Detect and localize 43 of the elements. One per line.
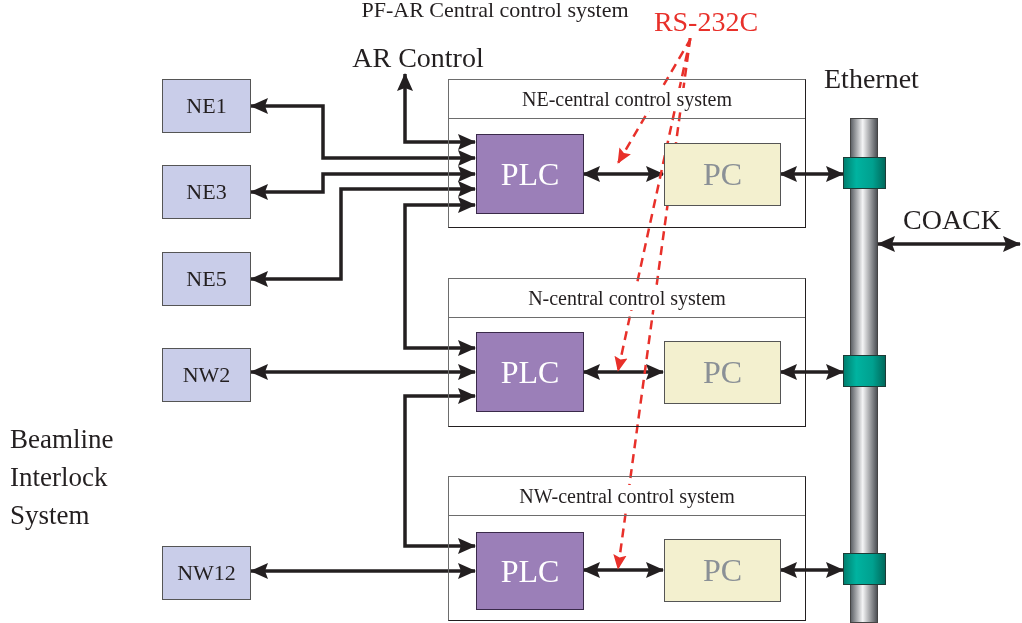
arrow [250,98,476,166]
interlock-unit-box: NE5 [162,252,251,306]
interlock-unit-box: NW12 [162,546,251,600]
arrow [582,562,664,578]
dashed-arrow [616,37,692,164]
arrow [779,166,844,182]
diagram-title: PF-AR Central control system [360,0,630,24]
arrow [779,562,844,578]
arrow [582,166,664,182]
network-tap [843,157,886,189]
interlock-unit-box: NE1 [162,79,251,133]
pc-box: PC [664,341,781,404]
network-tap [843,553,886,585]
system-group-box [448,278,806,427]
pc-box: PC [664,143,781,206]
plc-box: PLC [476,332,584,412]
group-heading: N-central control system [528,286,726,310]
system-group-box [448,476,806,621]
pc-box: PC [664,539,781,602]
control-label: AR Control [333,42,503,74]
system-group-box [448,79,806,228]
arrow [250,166,476,200]
arrow [397,73,476,150]
group-heading: NW-central control system [519,484,735,508]
cable-label: Ethernet [824,63,920,95]
arrow [403,197,476,356]
arrow [877,236,1021,252]
plc-box: PLC [476,134,584,214]
side-note: Beamline Interlock System [10,423,115,532]
plc-box: PLC [476,532,584,610]
network-tap [843,355,886,387]
arrow [779,364,844,380]
arrow [582,364,664,380]
interlock-unit-box: NW2 [162,348,251,402]
edge-label: COACK [902,204,1002,237]
arrow [250,181,476,287]
arrow [250,364,476,380]
interlock-unit-box: NE3 [162,165,251,219]
dashed-arrow [613,37,692,570]
arrow [250,563,476,579]
arrow [403,388,476,554]
group-heading: NE-central control system [522,87,732,111]
interface-label: RS-232C [638,6,774,38]
